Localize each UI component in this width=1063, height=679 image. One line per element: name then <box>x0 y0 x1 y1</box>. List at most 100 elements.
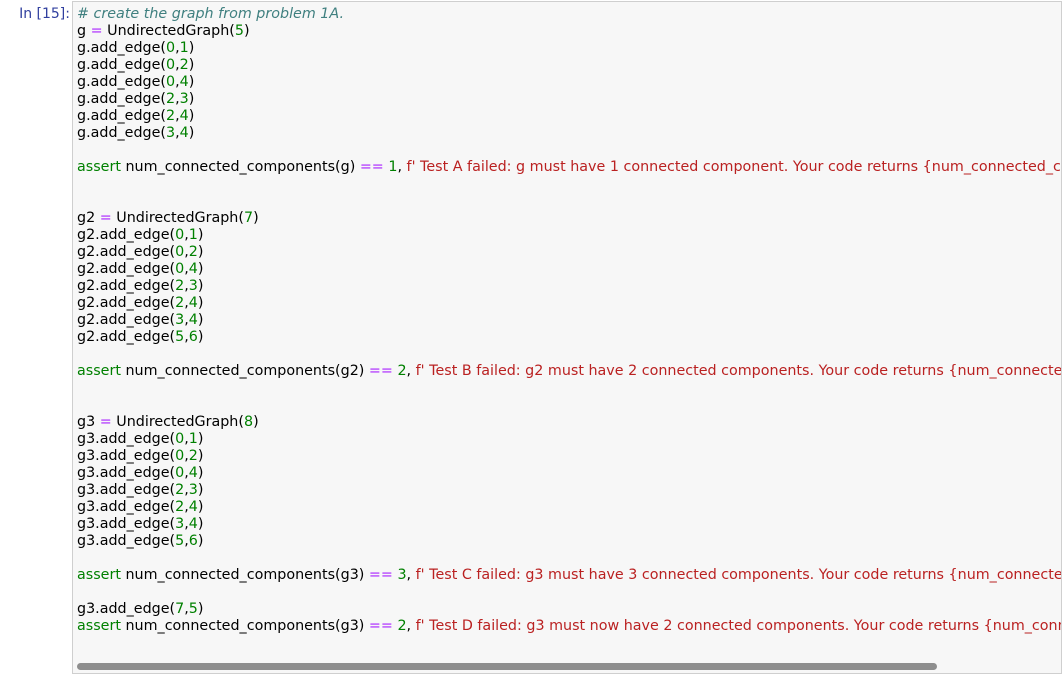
code-line <box>77 346 1061 363</box>
code-text: , <box>184 244 189 260</box>
code-text: , <box>406 363 416 379</box>
code-number: 6 <box>188 329 198 345</box>
code-number: 0 <box>166 57 176 73</box>
code-text: ) <box>197 533 204 549</box>
code-number: 3 <box>175 312 185 328</box>
code-text: UndirectedGraph( <box>111 414 244 430</box>
code-string: f' Test D failed: g3 must now have 2 con… <box>415 618 1062 634</box>
code-line: g.add_edge(0,2) <box>77 57 1061 74</box>
horizontal-scrollbar[interactable] <box>74 660 1060 672</box>
code-number: 5 <box>175 329 185 345</box>
code-number: 2 <box>175 295 185 311</box>
code-text: ) <box>197 465 204 481</box>
code-number: 5 <box>234 23 244 39</box>
code-line: g2.add_edge(0,1) <box>77 227 1061 244</box>
code-line: g = UndirectedGraph(5) <box>77 23 1061 40</box>
code-cell[interactable]: # create the graph from problem 1A.g = U… <box>72 1 1062 674</box>
code-number: 0 <box>175 244 185 260</box>
code-line: assert num_connected_components(g3) == 2… <box>77 618 1062 635</box>
code-line <box>77 550 1061 567</box>
code-text: ) <box>188 91 195 107</box>
code-text: ) <box>197 261 204 277</box>
code-string: f' Test A failed: g must have 1 connecte… <box>406 159 1061 175</box>
code-number: 4 <box>179 74 189 90</box>
code-keyword: assert <box>77 618 121 634</box>
code-text: , <box>184 261 189 277</box>
code-line <box>77 142 1061 159</box>
code-text: , <box>175 57 180 73</box>
code-line: g2.add_edge(3,4) <box>77 312 1061 329</box>
code-number: 4 <box>188 499 198 515</box>
code-line: g3.add_edge(0,2) <box>77 448 1061 465</box>
code-text: g3.add_edge( <box>77 448 176 464</box>
code-text: ) <box>188 40 195 56</box>
code-text: ) <box>197 482 204 498</box>
code-number: 3 <box>188 482 198 498</box>
code-line: g.add_edge(2,3) <box>77 91 1061 108</box>
code-text: UndirectedGraph( <box>111 210 244 226</box>
code-text: UndirectedGraph( <box>102 23 235 39</box>
code-number: 0 <box>175 465 185 481</box>
code-number: 6 <box>188 533 198 549</box>
code-text: g3.add_edge( <box>77 431 176 447</box>
code-operator: == <box>368 567 393 583</box>
code-text: g2.add_edge( <box>77 329 176 345</box>
code-text: g3 <box>77 414 100 430</box>
code-number: 2 <box>175 499 185 515</box>
code-text: ) <box>253 210 259 226</box>
code-text: , <box>184 448 189 464</box>
code-number: 3 <box>397 567 407 583</box>
code-number: 2 <box>188 244 198 260</box>
scrollbar-thumb[interactable] <box>77 663 937 670</box>
code-number: 4 <box>188 465 198 481</box>
code-number: 3 <box>175 516 185 532</box>
code-line: g2.add_edge(2,4) <box>77 295 1061 312</box>
code-line: g3.add_edge(7,5) <box>77 601 1061 618</box>
code-text: , <box>397 159 407 175</box>
code-text: ) <box>188 74 195 90</box>
code-text: , <box>406 618 416 634</box>
code-number: 0 <box>175 431 185 447</box>
code-number: 7 <box>243 210 254 226</box>
code-text: , <box>184 278 189 294</box>
code-number: 0 <box>175 227 185 243</box>
code-text: num_connected_components(g3) <box>120 618 369 634</box>
code-line <box>77 193 1061 210</box>
code-text: g3.add_edge( <box>77 601 176 617</box>
cell-prompt: In [15]: <box>19 6 70 22</box>
code-text: , <box>184 516 189 532</box>
code-text: , <box>184 499 189 515</box>
code-text: g2.add_edge( <box>77 278 176 294</box>
code-text: g3.add_edge( <box>77 482 176 498</box>
code-text: g2.add_edge( <box>77 244 176 260</box>
code-line: g2.add_edge(2,3) <box>77 278 1061 295</box>
code-number: 1 <box>188 227 198 243</box>
code-line: assert num_connected_components(g2) == 2… <box>77 363 1062 380</box>
code-text: , <box>184 295 189 311</box>
code-number: 1 <box>179 40 189 56</box>
code-line: g3.add_edge(0,1) <box>77 431 1061 448</box>
code-line <box>77 176 1061 193</box>
code-line: g.add_edge(0,4) <box>77 74 1061 91</box>
code-text: g2 <box>77 210 100 226</box>
code-line: g2 = UndirectedGraph(7) <box>77 210 1061 227</box>
code-text: ) <box>253 414 259 430</box>
code-number: 1 <box>188 431 198 447</box>
code-number: 0 <box>175 448 185 464</box>
code-text: , <box>175 91 180 107</box>
code-text: ) <box>197 431 204 447</box>
code-text: ) <box>197 516 204 532</box>
code-number: 8 <box>243 414 254 430</box>
code-text: g3.add_edge( <box>77 465 176 481</box>
code-operator: = <box>99 210 112 226</box>
code-string: f' Test B failed: g2 must have 2 connect… <box>415 363 1062 379</box>
code-operator: = <box>90 23 103 39</box>
code-text: g <box>77 23 91 39</box>
code-number: 3 <box>179 91 189 107</box>
code-text: ) <box>197 295 204 311</box>
code-editor[interactable]: # create the graph from problem 1A.g = U… <box>77 6 1062 635</box>
code-text: g.add_edge( <box>77 108 166 124</box>
code-text: , <box>175 108 180 124</box>
code-number: 1 <box>388 159 398 175</box>
code-text: , <box>184 431 189 447</box>
